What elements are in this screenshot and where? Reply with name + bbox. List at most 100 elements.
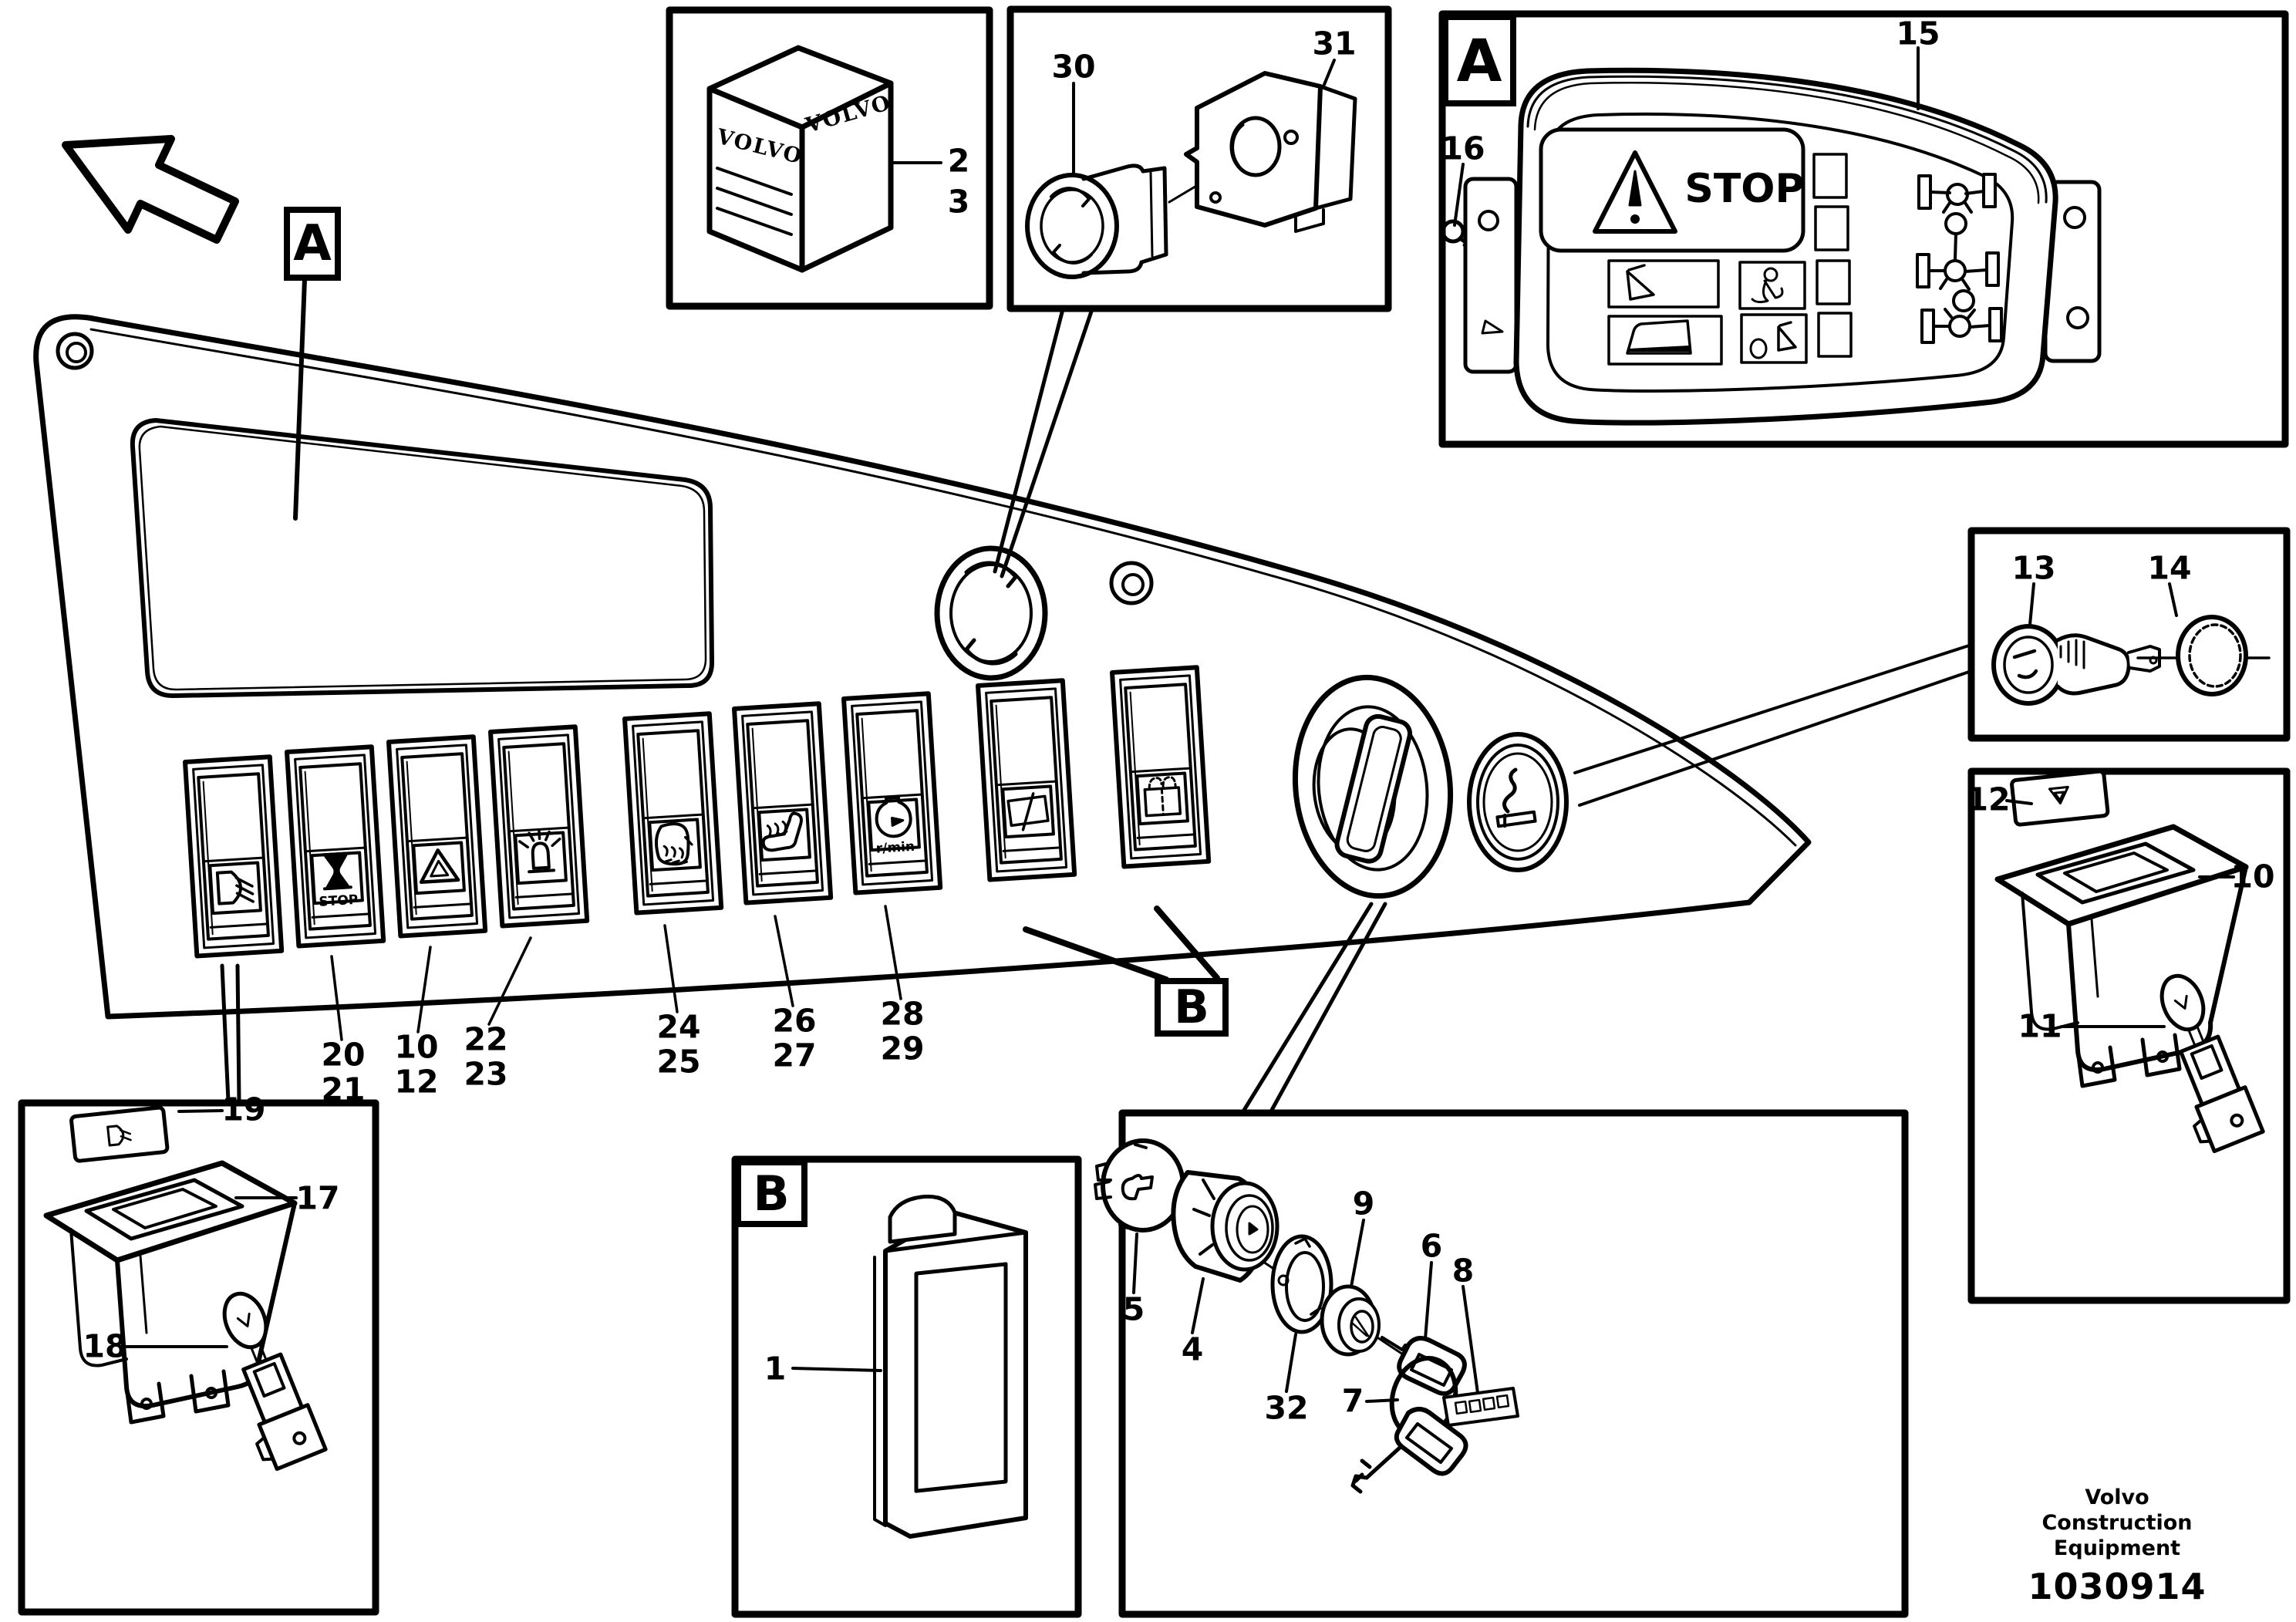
leader-lines: [125, 46, 2235, 1403]
key-tag-8: [1442, 1387, 1519, 1427]
part-callout: 12: [1966, 781, 2011, 818]
part-callout: 19: [221, 1091, 266, 1128]
part-callout: 27: [772, 1037, 817, 1074]
left-mounting-ear: [1463, 177, 1519, 374]
part-callout: 7: [1341, 1382, 1364, 1420]
detail-label-b-text: B: [1174, 980, 1209, 1034]
storage-box-icon: [1143, 776, 1182, 818]
push-button-30: [1025, 164, 1168, 279]
part-callout: 10: [394, 1028, 439, 1066]
blank-plate-slash-icon: [1006, 792, 1050, 831]
part-callout: 4: [1181, 1330, 1204, 1368]
switch-engine-rpm: r/min: [844, 693, 940, 892]
part-callout: 16: [1441, 130, 1485, 167]
ignition-key-switch: [1292, 674, 1454, 899]
part-callout: 1: [764, 1350, 787, 1388]
company-name-line2: Equipment: [2053, 1536, 2181, 1560]
detail-label-b: B: [1155, 978, 1229, 1037]
switch-blank-position-1: [978, 680, 1074, 879]
switch-low-beam: [185, 757, 282, 956]
switch-blank-position-2: [1112, 667, 1209, 866]
display-opening: [130, 418, 715, 699]
low-beam-headlight-icon: [215, 870, 255, 905]
part-callout: 32: [1264, 1389, 1309, 1427]
switch-callout-leaders: [330, 905, 902, 1041]
ignition-contact-unit-5: [1094, 1138, 1185, 1233]
lighter-element-13: [1991, 624, 2161, 706]
volvo-carton: VOLVO VOLVO: [706, 45, 894, 273]
part-callout: 2: [947, 142, 970, 180]
volvo-parts-box: VOLVO VOLVO: [666, 6, 993, 310]
switch-hazard: [389, 737, 485, 936]
part-callout: 22: [464, 1020, 508, 1058]
part-callout: 25: [656, 1043, 701, 1081]
blank-cover-1: [873, 1194, 1028, 1539]
part-callout: 10: [2230, 858, 2275, 895]
part-callout: 15: [1896, 15, 1940, 52]
switch-row: STOP: [185, 667, 1209, 956]
mounting-ring-14: [2176, 615, 2248, 696]
mirror-heat-icon: [654, 822, 693, 866]
display-unit-15: STOP: [1463, 67, 2102, 426]
part-callout: 14: [2147, 549, 2192, 587]
right-rocker-box: [1967, 767, 2291, 1304]
ignition-switch-housing-4: [1171, 1170, 1279, 1283]
emergency-stop-button: [934, 545, 1048, 681]
part-callout: 29: [880, 1030, 925, 1067]
detail-label-a-text: A: [293, 215, 332, 272]
switch-engine-shutdown: STOP: [287, 747, 383, 946]
part-callout: 23: [464, 1055, 508, 1093]
company-name-line1: Volvo Construction: [2041, 1485, 2193, 1535]
cigarette-lighter: [1467, 732, 1569, 872]
part-callout: 13: [2011, 549, 2056, 587]
cab-tilt-indicator: [1607, 259, 1720, 309]
part-callout: 5: [1122, 1290, 1145, 1328]
dump-lever-indicator: [1740, 313, 1808, 364]
door-indicator: [1607, 315, 1723, 366]
leader-detail-a: [293, 277, 307, 521]
part-callout: 26: [772, 1002, 817, 1040]
axle-schematic: [1916, 173, 2003, 344]
rotating-beacon-icon: [518, 828, 561, 874]
panel-small-hole: [1109, 561, 1154, 605]
left-rocker-box: [18, 1099, 379, 1616]
engine-rpm-icon: r/min: [875, 795, 915, 857]
bushing-9: [1320, 1284, 1381, 1357]
direction-arrow-icon: [62, 135, 239, 244]
part-callout: 31: [1312, 25, 1357, 62]
warning-triangle-icon: [1593, 150, 1677, 234]
ignition-box: [1094, 1109, 1909, 1618]
stop-switch-text: STOP: [319, 892, 359, 910]
part-callout: 20: [321, 1036, 366, 1074]
part-callout: 24: [656, 1008, 701, 1046]
part-callout: 6: [1420, 1227, 1443, 1265]
part-callout: 9: [1352, 1185, 1375, 1222]
hazard-triangle-icon: [419, 848, 460, 885]
part-callout: 28: [880, 995, 925, 1033]
figure-number: 1030914: [2028, 1566, 2207, 1607]
part-callout: 30: [1051, 48, 1096, 86]
leader-detail-b-1: [1023, 926, 1169, 983]
detail-box-b-label-text: B: [753, 1165, 790, 1222]
detail-label-a: A: [284, 207, 341, 281]
part-callout: 17: [295, 1179, 340, 1217]
main-dashboard-panel: STOP: [33, 314, 1812, 1020]
part-callout: 21: [321, 1071, 366, 1108]
detail-box-a-label: A: [1442, 14, 1516, 106]
stop-warning-field: STOP: [1539, 127, 1805, 253]
spare-key: [1350, 1407, 1468, 1494]
seat-belt-indicator: [1738, 261, 1806, 310]
detail-box-a-label-text: A: [1456, 25, 1502, 95]
branding-block: Volvo Construction Equipment 1030914: [2028, 1485, 2207, 1607]
lighter-box: [1967, 527, 2291, 742]
part-callout: 18: [83, 1327, 127, 1365]
part-callout: 3: [947, 183, 970, 221]
mounting-plate-32: [1270, 1234, 1333, 1334]
panel-screw-hole: [56, 332, 94, 370]
part-callout: 8: [1451, 1252, 1475, 1290]
switch-seat-heat: [734, 703, 831, 902]
part-callout: 12: [394, 1063, 439, 1101]
part-callout: 11: [2018, 1007, 2062, 1045]
